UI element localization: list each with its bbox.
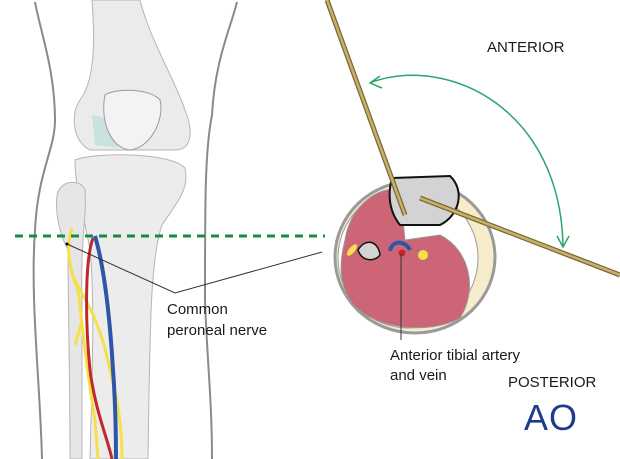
- posterior-label: POSTERIOR: [508, 374, 597, 391]
- artery-label-line2: and vein: [390, 367, 447, 384]
- arrowhead-icon: [368, 75, 383, 89]
- nerve-label-line2: peroneal nerve: [167, 322, 268, 339]
- anterior-label: ANTERIOR: [487, 39, 565, 56]
- cross-section: [333, 174, 497, 335]
- nerve-leader-line: [66, 243, 323, 294]
- artery-section: [398, 249, 406, 257]
- anterior-tibial-vein: [93, 235, 118, 459]
- leg-outline: [32, 1, 238, 459]
- nerve-label-line1: Common: [167, 301, 228, 318]
- artery-label-line1: Anterior tibial artery: [390, 347, 521, 364]
- arrowhead-icon: [556, 235, 570, 249]
- nerve-section: [418, 250, 428, 260]
- vein-section: [388, 240, 412, 252]
- ao-logo: AO: [524, 397, 579, 438]
- anterior-tibial-artery: [85, 237, 114, 459]
- fibula-section: [357, 241, 381, 261]
- patella: [103, 89, 162, 151]
- rotation-arc: [371, 74, 564, 246]
